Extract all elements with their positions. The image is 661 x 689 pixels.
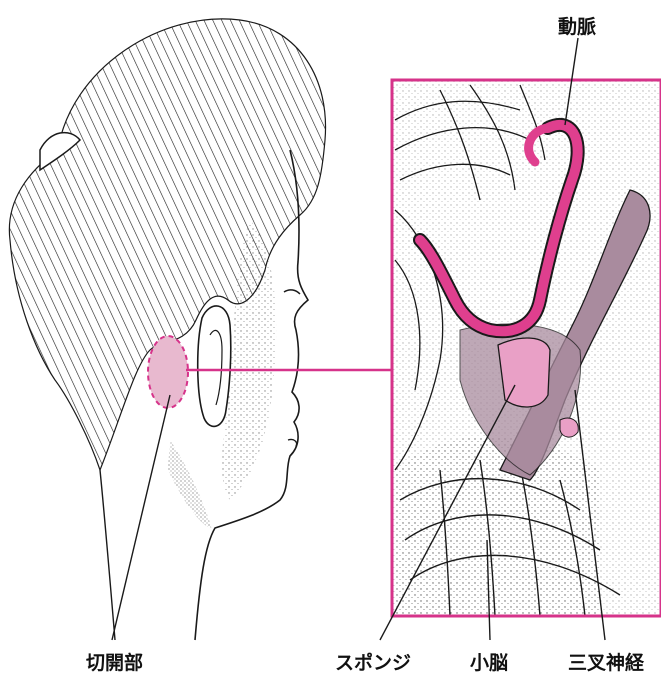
ear: [198, 306, 231, 426]
sponge: [498, 338, 550, 407]
label-trigeminal-nerve: 三叉神経: [568, 648, 644, 675]
head-profile: [9, 19, 325, 640]
label-cerebellum: 小脳: [470, 648, 508, 675]
label-artery: 動脈: [558, 12, 596, 39]
incision-site-marker: [148, 336, 188, 408]
eye: [284, 290, 300, 294]
jaw-shading: [168, 440, 212, 530]
sponge-small: [560, 418, 578, 437]
label-incision-site: 切開部: [86, 648, 143, 675]
label-sponge: スポンジ: [335, 648, 411, 675]
leader-incision: [112, 395, 170, 640]
inset-detail: [392, 80, 661, 616]
neck: [100, 470, 115, 640]
lips: [288, 439, 297, 446]
